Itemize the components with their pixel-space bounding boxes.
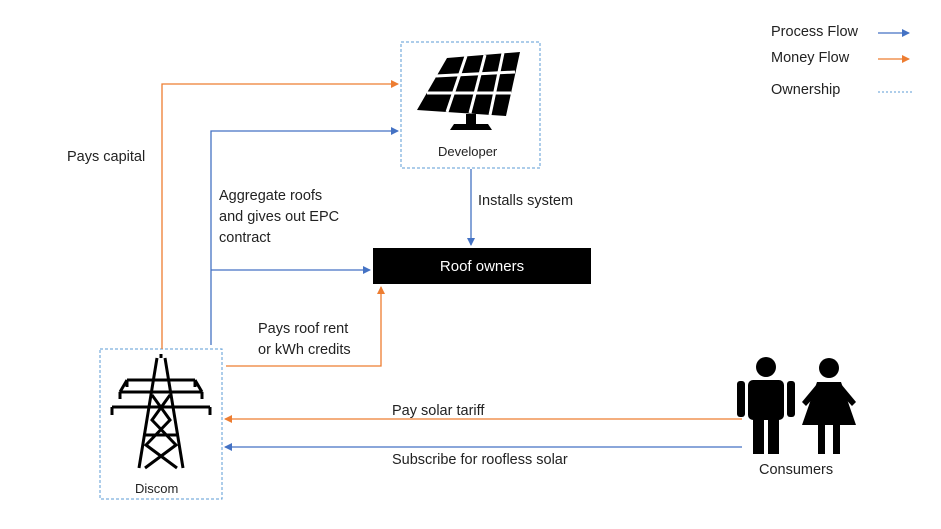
developer-label: Developer xyxy=(438,144,498,159)
pays-capital-arrow xyxy=(161,80,399,349)
roof-rent-label-line1: Pays roof rent xyxy=(258,321,349,337)
solar-panel-icon xyxy=(417,52,520,130)
aggregate-to-developer-arrow xyxy=(210,127,399,345)
pays-capital-label: Pays capital xyxy=(67,149,146,165)
aggregate-label-line1: Aggregate roofs xyxy=(219,188,323,204)
developer-ownership-box xyxy=(400,41,541,169)
consumers-label: Consumers xyxy=(759,462,834,478)
transmission-tower-icon xyxy=(110,354,212,470)
roof-rent-label-line2: or kWh credits xyxy=(258,342,351,358)
subscribe-label: Subscribe for roofless solar xyxy=(392,452,568,468)
legend-ownership: Ownership xyxy=(771,82,841,98)
discom-ownership-box xyxy=(99,348,223,500)
discom-label: Discom xyxy=(135,481,179,496)
people-icon xyxy=(737,357,856,454)
legend-process-flow: Process Flow xyxy=(771,24,859,40)
aggregate-label-line2: and gives out EPC xyxy=(219,209,340,225)
roof-owners-label: Roof owners xyxy=(439,257,525,275)
installs-system-label: Installs system xyxy=(478,193,574,209)
roof-rent-arrow xyxy=(226,286,385,367)
roof-owners-node: Roof owners xyxy=(373,248,591,284)
aggregate-label-line3: contract xyxy=(219,230,271,246)
legend-money-flow: Money Flow xyxy=(771,50,850,66)
pay-solar-tariff-label: Pay solar tariff xyxy=(392,403,485,419)
